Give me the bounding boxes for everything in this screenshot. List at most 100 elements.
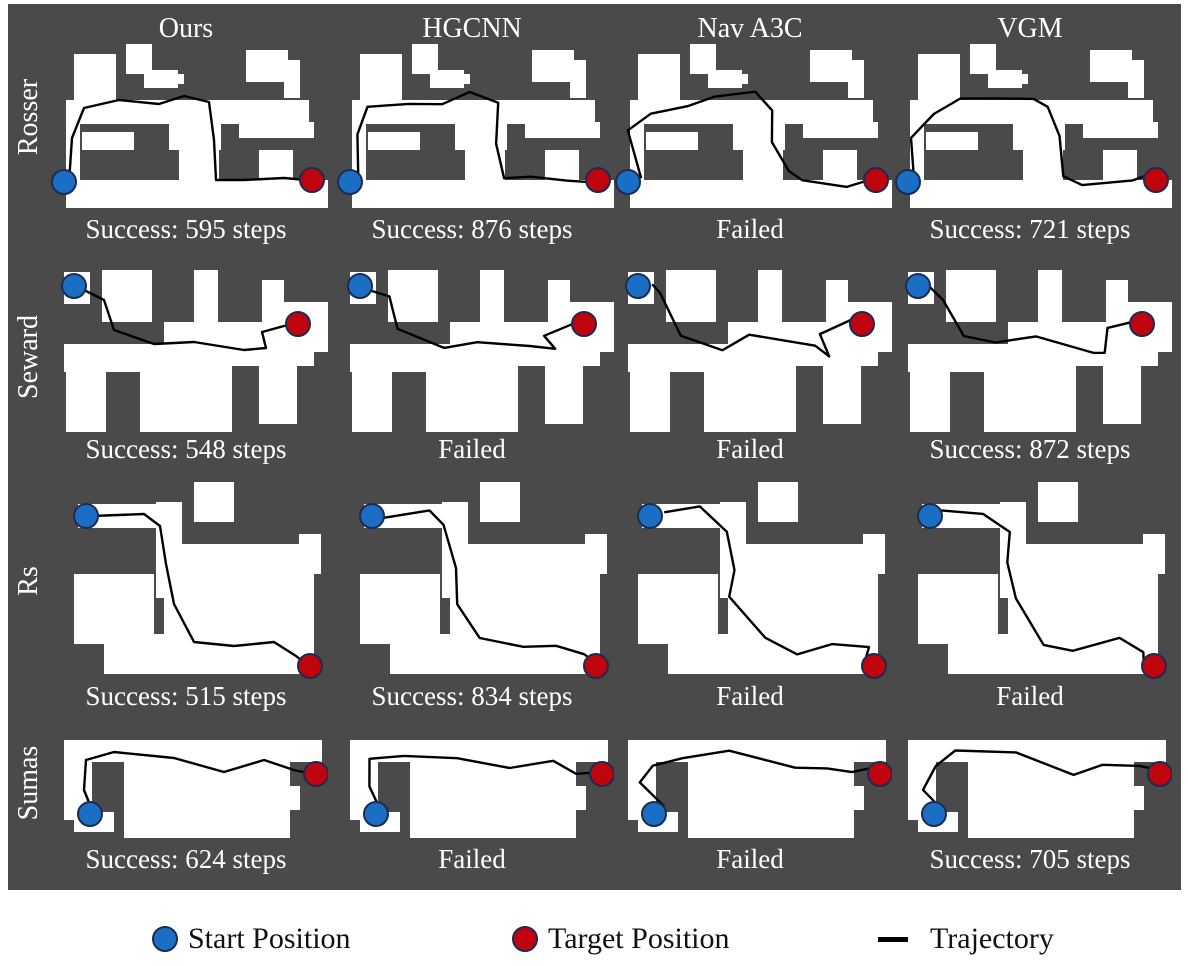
target-position-marker	[286, 312, 310, 336]
free-space	[690, 44, 716, 74]
result-caption: Failed	[608, 843, 892, 875]
free-space	[916, 180, 1172, 208]
free-space	[284, 60, 300, 98]
free-space	[532, 50, 574, 82]
start-position-marker	[918, 504, 942, 528]
result-caption: Failed	[330, 843, 614, 875]
map-cell: Failed	[330, 252, 614, 467]
free-space	[910, 364, 950, 432]
occupancy-map	[44, 30, 328, 212]
target-position-marker	[300, 168, 324, 192]
legend-trajectory-label: Trajectory	[930, 922, 1054, 956]
free-space	[246, 50, 288, 82]
occupancy-map	[330, 252, 614, 432]
free-space	[259, 364, 297, 424]
start-position-marker	[364, 802, 388, 826]
map-cell: Failed	[608, 720, 892, 877]
free-space	[638, 574, 718, 644]
free-space	[545, 150, 579, 180]
occupancy-map	[888, 30, 1172, 212]
free-space	[984, 364, 1076, 432]
figure-panel: Ours HGCNN Nav A3C VGM Rosser Seward Rs …	[8, 4, 1181, 890]
free-space	[803, 122, 878, 138]
free-space	[743, 148, 783, 184]
legend-start-label: Start Position	[188, 922, 351, 956]
free-space	[82, 132, 134, 150]
target-position-marker	[1142, 654, 1166, 678]
result-caption: Success: 515 steps	[44, 680, 328, 712]
result-caption: Success: 548 steps	[44, 433, 328, 465]
result-caption: Success: 624 steps	[44, 843, 328, 875]
map-cell: Failed	[888, 474, 1172, 714]
free-space	[1083, 122, 1158, 138]
free-space	[74, 54, 116, 104]
row-label-seward: Seward	[13, 315, 45, 399]
target-position-marker	[584, 654, 608, 678]
occupancy-map	[888, 720, 1172, 840]
result-caption: Failed	[330, 433, 614, 465]
free-space	[239, 122, 314, 138]
free-space	[426, 364, 518, 432]
free-space	[970, 44, 996, 74]
row-label-rs: Rs	[13, 566, 45, 596]
free-space	[733, 122, 785, 150]
target-position-marker	[1130, 312, 1154, 336]
free-space	[368, 132, 420, 150]
free-space	[388, 270, 438, 322]
start-position-marker	[62, 274, 86, 298]
free-space	[666, 270, 716, 322]
map-cell: Success: 876 steps	[330, 30, 614, 247]
free-space	[630, 364, 670, 432]
free-space	[570, 60, 586, 98]
free-space	[823, 364, 861, 424]
occupancy-map	[44, 474, 328, 680]
free-space	[918, 54, 960, 104]
map-cell: Success: 834 steps	[330, 474, 614, 714]
result-caption: Success: 595 steps	[44, 213, 328, 245]
occupancy-map	[330, 30, 614, 212]
result-caption: Success: 721 steps	[888, 213, 1172, 245]
start-position-marker	[906, 274, 930, 298]
result-caption: Failed	[608, 680, 892, 712]
legend-trajectory: Trajectory	[878, 922, 1054, 956]
legend-target-label: Target Position	[548, 922, 730, 956]
occupancy-map	[330, 720, 614, 840]
free-space	[194, 482, 234, 522]
free-space	[848, 60, 864, 98]
start-position-marker	[360, 504, 384, 528]
target-position-marker	[862, 654, 886, 678]
result-caption: Failed	[608, 213, 892, 245]
free-space	[823, 150, 857, 180]
free-space	[730, 74, 748, 84]
free-space	[810, 50, 852, 82]
occupancy-map	[888, 474, 1172, 680]
result-caption: Success: 872 steps	[888, 433, 1172, 465]
free-space	[926, 132, 978, 150]
free-space	[262, 786, 300, 810]
map-cell: Failed	[608, 30, 892, 247]
free-space	[64, 740, 322, 762]
start-position-marker	[616, 170, 640, 194]
free-space	[1106, 786, 1144, 810]
legend: Start Position Target Position Trajector…	[0, 914, 1188, 964]
free-space	[704, 364, 796, 432]
free-space	[545, 364, 583, 424]
free-space	[1103, 150, 1137, 180]
occupancy-map	[44, 252, 328, 432]
target-position-marker	[1144, 168, 1168, 192]
free-space	[412, 44, 438, 74]
free-space	[140, 364, 232, 432]
trajectory-line-icon	[878, 937, 908, 942]
free-space	[1013, 122, 1065, 150]
free-space	[480, 482, 520, 522]
free-space	[1128, 60, 1144, 98]
map-cell: Success: 721 steps	[888, 30, 1172, 247]
free-space	[863, 534, 885, 574]
free-space	[74, 574, 154, 644]
result-caption: Failed	[608, 433, 892, 465]
start-position-marker	[338, 170, 362, 194]
free-space	[918, 574, 998, 644]
start-position-marker	[896, 170, 920, 194]
result-caption: Success: 705 steps	[888, 843, 1172, 875]
target-position-marker	[850, 312, 874, 336]
